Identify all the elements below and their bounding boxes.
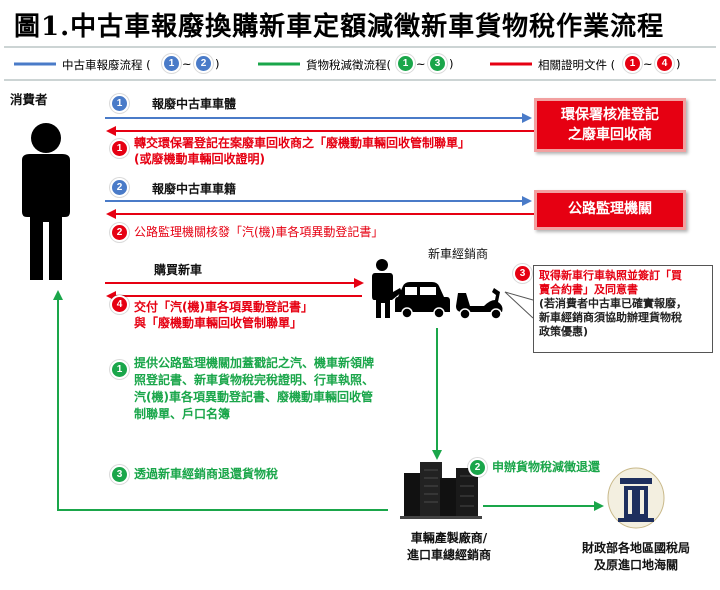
legend-red-tilde: ~ (643, 57, 653, 71)
callout-red-line-2: 賣合約書」及同意書 (539, 283, 638, 296)
callout-pointer (504, 291, 534, 319)
car-dealer-icon (372, 259, 450, 319)
step-red-1-line-1: 轉交環保署登記在案廢車回收商之「廢機動車輛回收管制聯單」 (134, 136, 471, 150)
dealer-callout-box: 取得新車行車執照並簽訂「買 賣合約書」及同意書 (若消費者中古車已確實報廢， 新… (533, 265, 713, 353)
step-red-2-text: 公路監理機關核發「汽(機)車各項異動登記書」 (134, 225, 384, 239)
step-green-1-line-1: 提供公路監理機關加蓋戳記之汽、機車新領牌 (134, 356, 375, 370)
step-green-1-line-2: 照登記書、新車貨物稅完稅證明、行車執照、 (134, 373, 375, 387)
legend-blue-from-badge: 1 (164, 56, 179, 71)
legend-blue-text: 中古車報廢流程 ( (62, 57, 151, 73)
legend-blue-label: 中古車報廢流程 ( (62, 58, 151, 72)
tax-office-line-1: 財政部各地區國稅局 (581, 541, 690, 555)
legend-green-from-badge: 1 (398, 56, 413, 71)
consumer-label: 消費者 (10, 92, 48, 107)
step-blue-2-text: 報廢中古車車籍 (152, 182, 237, 196)
step-green-2-badge: 2 (470, 460, 485, 475)
step-green-2-text: 申辦貨物稅減徵退還 (492, 460, 601, 474)
tax-office-label: 財政部各地區國稅局 及原進口地海關 (572, 540, 700, 574)
factory-building-icon (400, 462, 482, 519)
tax-office-line-2: 及原進口地海關 (593, 558, 678, 572)
step-green-1-badge: 1 (112, 362, 127, 377)
buy-new-car-text: 購買新車 (154, 263, 203, 277)
callout-red-line-1: 取得新車行車執照並簽訂「買 (539, 269, 682, 282)
step-red-4-line-2: 與「廢機動車輛回收管制聯單」 (134, 316, 303, 330)
legend-red-label: 相關證明文件 ( (538, 58, 616, 72)
legend-green-tilde: ~ (416, 57, 426, 71)
step-green-1-text: 提供公路監理機關加蓋戳記之汽、機車新領牌 照登記書、新車貨物稅完稅證明、行車執照… (134, 355, 374, 423)
arrow-green-3 (53, 290, 388, 511)
manufacturer-line-1: 車輛產製廠商/ (410, 531, 488, 545)
step-red-1-line-2: (或廢機動車輛回收證明) (134, 152, 265, 166)
step-blue-1-text: 報廢中古車車體 (152, 97, 237, 111)
epa-box-line-1: 環保署核准登記 (561, 107, 659, 123)
finance-ministry-emblem-icon (607, 467, 665, 529)
step-green-1-line-3: 汽(機)車各項異動登記書、廢機動車輛回收管 (134, 390, 373, 404)
legend-blue-to-badge: 2 (196, 56, 211, 71)
legend-red-close: ) (676, 57, 681, 71)
step-green-3-badge: 3 (112, 467, 127, 482)
legend-green-label: 貨物稅減徵流程( (306, 58, 391, 72)
step-red-1-badge: 1 (112, 141, 127, 156)
epa-recycler-box: 環保署核准登記 之廢車回收商 (534, 98, 686, 152)
step-red-4-line-1: 交付「汽(機)車各項異動登記書」 (134, 300, 313, 314)
scooter-icon (456, 288, 503, 320)
motor-vehicle-office-box: 公路監理機關 (534, 190, 686, 230)
legend-red-from-badge: 1 (625, 56, 640, 71)
manufacturer-label: 車輛產製廠商/ 進口車總經銷商 (394, 530, 504, 564)
person-icon (22, 123, 70, 280)
callout-dark-line-2: 新車經銷商須協助辦理貨物稅 (539, 311, 682, 324)
step-blue-1-badge: 1 (112, 96, 127, 111)
step-green-3-text: 透過新車經銷商退還貨物稅 (134, 467, 279, 481)
step-red-3-badge: 3 (515, 266, 530, 281)
legend-red-to-badge: 4 (657, 56, 672, 71)
legend-blue-close: ) (215, 57, 220, 71)
legend-green-close: ) (449, 57, 454, 71)
step-blue-2-badge: 2 (112, 180, 127, 195)
page-title: 圖1.中古車報廢換購新車定額減徵新車貨物稅作業流程 (14, 12, 665, 42)
dealer-label: 新車經銷商 (428, 247, 489, 261)
callout-dark-line-1: (若消費者中古車已確實報廢， (539, 297, 688, 310)
callout-dark-line-3: 政策優惠) (539, 325, 589, 338)
step-red-4-badge: 4 (112, 297, 127, 312)
epa-box-line-2: 之廢車回收商 (568, 127, 652, 143)
step-green-1-line-4: 制聯單、戶口名簿 (134, 407, 231, 421)
step-red-2-badge: 2 (112, 225, 127, 240)
legend-blue-tilde: ~ (182, 57, 192, 71)
manufacturer-line-2: 進口車總經銷商 (406, 548, 491, 562)
legend-green-to-badge: 3 (430, 56, 445, 71)
